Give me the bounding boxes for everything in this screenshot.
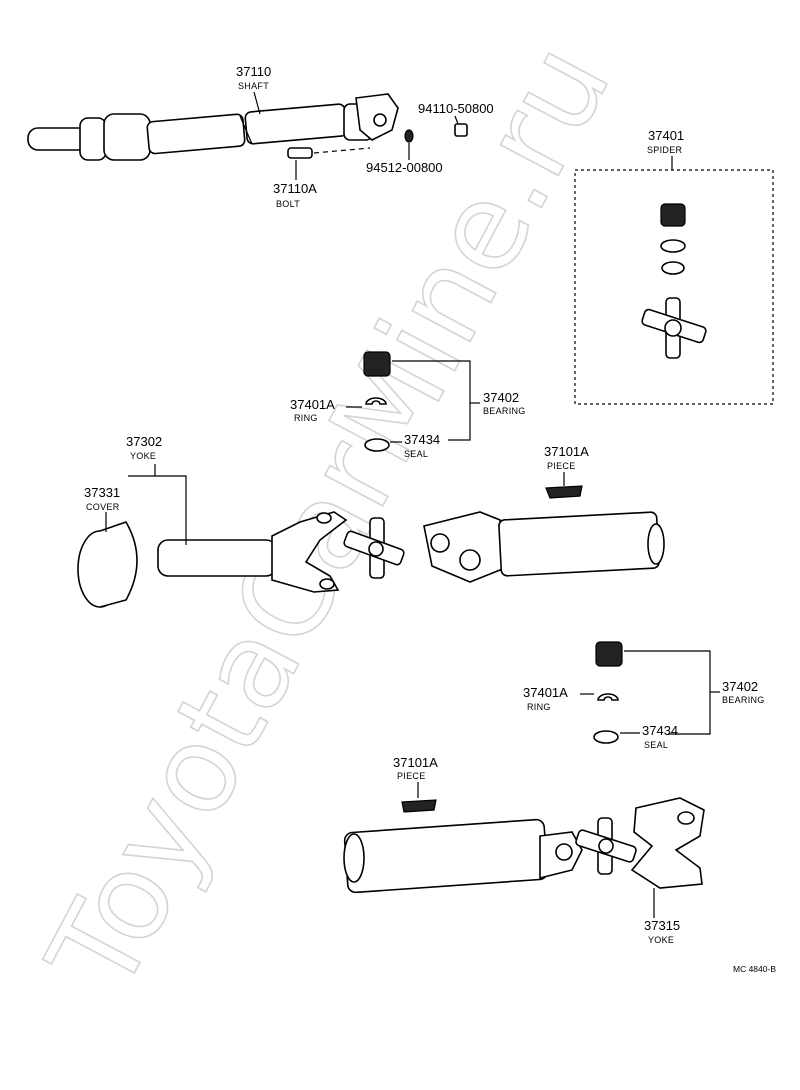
svg-text:SPIDER: SPIDER [647,145,683,155]
svg-text:37402: 37402 [722,679,758,694]
label-seal-2: 37434 SEAL [620,723,678,750]
svg-text:37101A: 37101A [544,444,589,459]
label-bolt: 37110A BOLT [273,160,317,209]
svg-text:BEARING: BEARING [722,695,765,705]
bottom-assembly-illustration [343,797,705,918]
svg-text:94512-00800: 94512-00800 [366,160,443,175]
svg-text:PIECE: PIECE [397,771,426,781]
svg-text:RING: RING [527,702,551,712]
svg-text:37101A: 37101A [393,755,438,770]
bearing-group-1-illustration [363,351,480,452]
label-cover: 37331 COVER [84,485,120,512]
spider-kit-box [574,169,774,405]
drawing-code: MC 4840-B [733,964,776,974]
svg-text:37315: 37315 [644,918,680,933]
label-seal-1: 37434 SEAL [390,432,440,459]
label-spider: 37401 SPIDER [647,128,684,170]
svg-text:BOLT: BOLT [276,199,300,209]
svg-text:RING: RING [294,413,318,423]
svg-text:37401A: 37401A [523,685,568,700]
svg-text:37110A: 37110A [273,181,317,196]
svg-text:37302: 37302 [126,434,162,449]
label-washer: 94512-00800 [366,143,443,175]
label-shaft: 37110 SHAFT [236,64,271,115]
label-ring-2: 37401A RING [523,685,594,712]
svg-text:SEAL: SEAL [404,449,428,459]
label-bearing-2: 37402 BEARING [722,679,765,705]
svg-text:SEAL: SEAL [644,740,668,750]
svg-text:COVER: COVER [86,502,120,512]
middle-assembly-illustration [77,464,665,608]
label-piece-1: 37101A PIECE [544,444,589,486]
bearing-group-2-illustration [593,641,720,744]
svg-text:37401: 37401 [648,128,684,143]
label-nut: 94110-50800 [418,101,494,125]
shaft-assembly-illustration [27,93,468,161]
spider-kit-illustration [641,203,707,359]
svg-text:37110: 37110 [236,64,271,79]
svg-text:PIECE: PIECE [547,461,576,471]
svg-text:37331: 37331 [84,485,120,500]
label-yoke-rear: 37315 YOKE [644,918,680,945]
svg-text:37434: 37434 [404,432,440,447]
label-piece-2: 37101A PIECE [393,755,438,798]
svg-text:BEARING: BEARING [483,406,526,416]
svg-text:37402: 37402 [483,390,519,405]
label-yoke-front: 37302 YOKE [126,434,162,461]
svg-text:YOKE: YOKE [648,935,674,945]
svg-text:SHAFT: SHAFT [238,81,269,91]
svg-text:37434: 37434 [642,723,678,738]
svg-text:YOKE: YOKE [130,451,156,461]
label-bearing-1: 37402 BEARING [483,390,526,416]
label-ring-1: 37401A RING [290,397,362,423]
svg-text:94110-50800: 94110-50800 [418,101,494,116]
svg-text:37401A: 37401A [290,397,335,412]
